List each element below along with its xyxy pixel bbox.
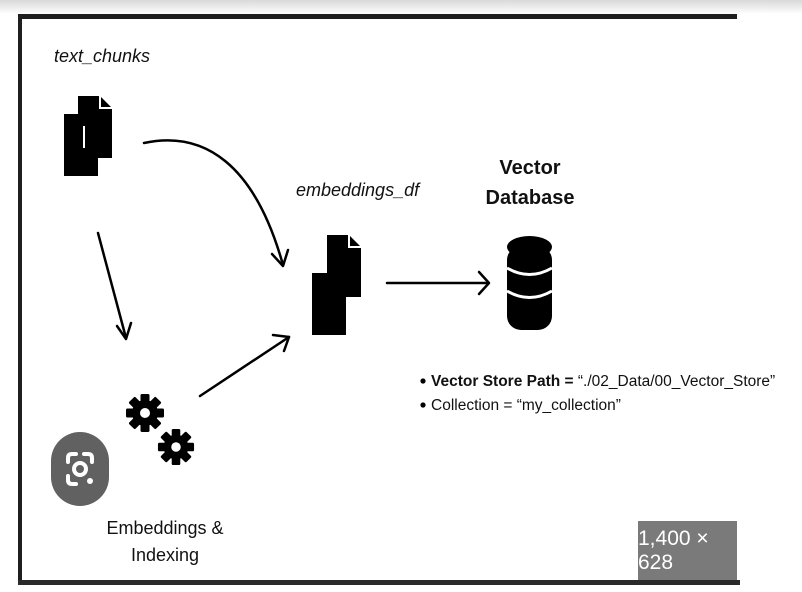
documents-icon bbox=[63, 95, 113, 177]
embeddings-indexing-label-line2: Indexing bbox=[130, 545, 200, 565]
edge-arrowhead bbox=[270, 248, 290, 268]
frame-border-bottom bbox=[18, 580, 740, 585]
vector-store-details: Vector Store Path = “./02_Data/00_Vector… bbox=[418, 370, 775, 418]
vector-database-title: Vector Database bbox=[470, 153, 590, 213]
edge-text-chunks-to-embeddings-df bbox=[142, 139, 285, 267]
bullet-dot bbox=[420, 402, 426, 408]
edge-arrowhead bbox=[477, 270, 491, 296]
embeddings-indexing-label: Embeddings & Indexing bbox=[100, 515, 230, 569]
embeddings-df-label: embeddings_df bbox=[296, 180, 420, 200]
database-icon bbox=[506, 236, 553, 330]
frame-border-top bbox=[21, 14, 737, 19]
diagram-image bbox=[21, 16, 737, 582]
frame-border-left bbox=[18, 14, 22, 584]
image-size-badge: 1,400 × 628 bbox=[638, 521, 737, 580]
edge-arrowhead bbox=[271, 333, 291, 353]
bullet-dot bbox=[420, 378, 426, 384]
edge-indexing-to-embeddings-df bbox=[198, 335, 291, 398]
edge-text-chunks-to-indexing bbox=[96, 231, 128, 340]
camera-lens-icon[interactable] bbox=[51, 432, 109, 506]
text-chunks-label: text_chunks bbox=[54, 46, 151, 66]
gears-icon bbox=[126, 394, 195, 466]
vector-store-path-item: Vector Store Path = “./02_Data/00_Vector… bbox=[418, 370, 775, 394]
vector-database-title-line1: Vector bbox=[499, 157, 561, 179]
vector-store-path-key: Vector Store Path = bbox=[431, 373, 578, 390]
vector-database-title-line2: Database bbox=[485, 187, 575, 209]
edge-arrowhead bbox=[115, 321, 133, 341]
vector-store-path-value: “./02_Data/00_Vector_Store” bbox=[577, 373, 776, 390]
embeddings-indexing-label-line1: Embeddings & bbox=[106, 518, 224, 538]
documents-icon bbox=[311, 234, 362, 336]
camera-lens-glyph bbox=[66, 452, 94, 486]
top-shade bbox=[0, 0, 802, 14]
collection-item: Collection = “my_collection” bbox=[431, 397, 621, 414]
